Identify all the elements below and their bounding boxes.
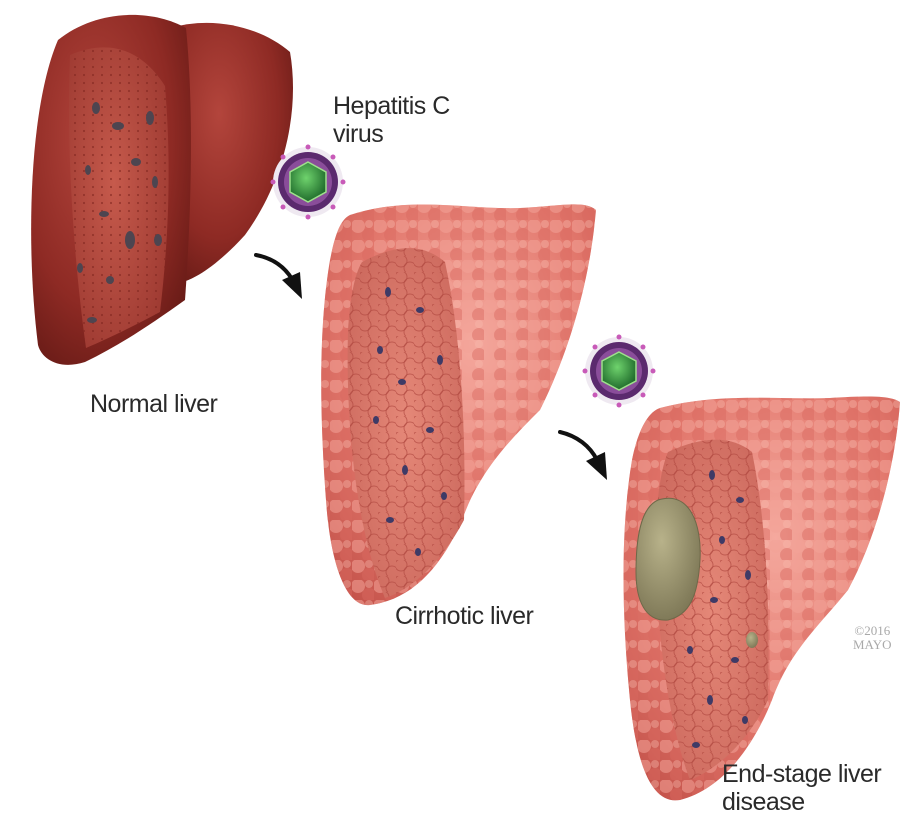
cirrhotic-liver bbox=[321, 204, 596, 605]
tumor-mass bbox=[636, 498, 700, 620]
copyright-mark: ©2016 MAYO bbox=[853, 624, 892, 652]
progression-arrow-2 bbox=[560, 432, 607, 480]
copyright-line-2: MAYO bbox=[853, 638, 892, 652]
progression-arrow-1 bbox=[256, 255, 302, 299]
virus-label-line-2: virus bbox=[333, 120, 450, 148]
normal-liver-label: Normal liver bbox=[90, 390, 217, 418]
normal-liver bbox=[31, 15, 293, 365]
copyright-line-1: ©2016 bbox=[853, 624, 892, 638]
end-stage-label-line-2: disease bbox=[722, 788, 881, 816]
virus-label-line-1: Hepatitis C bbox=[333, 92, 450, 120]
virus-label: Hepatitis C virus bbox=[333, 92, 450, 148]
end-stage-label-line-1: End-stage liver bbox=[722, 760, 881, 788]
cirrhotic-liver-label: Cirrhotic liver bbox=[395, 602, 533, 630]
end-stage-liver bbox=[624, 397, 901, 801]
end-stage-label: End-stage liver disease bbox=[722, 760, 881, 816]
hepatitis-c-virus-icon-2 bbox=[583, 335, 656, 408]
hepatitis-c-virus-icon bbox=[271, 145, 346, 220]
